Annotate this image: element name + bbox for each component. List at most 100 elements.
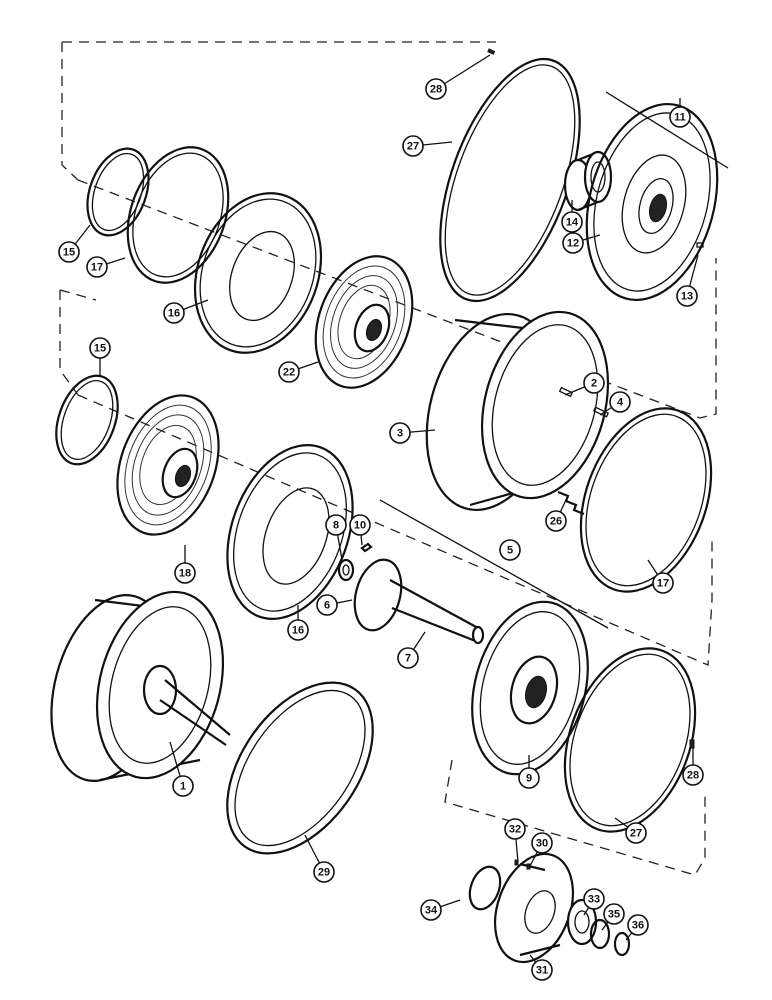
clutch-housing-1 — [50, 590, 231, 782]
key-4 — [592, 406, 610, 418]
ring-15-upper — [86, 147, 150, 237]
group-outline-upper — [61, 41, 717, 419]
callout-label: 1 — [180, 781, 186, 793]
callout-label: 29 — [318, 867, 330, 879]
callout-30: 30 — [529, 832, 553, 867]
callout-label: 26 — [550, 516, 562, 528]
callout-label: 22 — [283, 367, 295, 379]
callout-label: 35 — [608, 909, 620, 921]
bushing-8 — [337, 558, 355, 582]
callout-circle — [676, 285, 698, 307]
gasket-29 — [226, 681, 374, 855]
pin-13 — [696, 242, 704, 248]
callout-36: 36 — [625, 914, 649, 941]
callout-label: 15 — [63, 247, 75, 259]
pin-28-lower — [689, 739, 695, 749]
callout-circle — [174, 562, 196, 584]
callout-31: 31 — [529, 954, 553, 981]
callout-circle — [287, 619, 309, 641]
callout-label: 7 — [405, 653, 411, 665]
callout-label: 27 — [407, 141, 419, 153]
callout-label: 28 — [430, 84, 442, 96]
callout-circle — [603, 903, 625, 925]
callout-label: 27 — [630, 828, 642, 840]
shaft-7 — [353, 558, 485, 645]
bearing-14 — [563, 150, 613, 212]
callout-label: 33 — [588, 894, 600, 906]
callout-label: 36 — [632, 920, 644, 932]
o-ring-34 — [468, 865, 502, 911]
pressure-plate-16-upper — [193, 192, 323, 354]
callout-11: 11 — [669, 98, 691, 128]
callout-label: 5 — [507, 545, 513, 557]
callout-circle — [652, 572, 674, 594]
housing-drum-3 — [425, 310, 610, 512]
callout-17: 17 — [86, 256, 126, 278]
callout-circle — [425, 78, 447, 100]
callout-circle — [278, 361, 300, 383]
callout-circle — [609, 391, 631, 413]
callout-circle — [518, 767, 540, 789]
callout-22: 22 — [278, 361, 319, 383]
callout-5: 5 — [499, 539, 521, 561]
group-outline-middle — [59, 289, 713, 666]
callout-label: 10 — [354, 520, 366, 532]
callout-circle — [89, 337, 111, 359]
pin-32 — [514, 859, 519, 866]
ring-17-upper — [126, 146, 230, 284]
callout-label: 4 — [617, 397, 624, 409]
callout-14: 14 — [561, 200, 583, 233]
screw-10 — [360, 542, 373, 553]
ring-17-middle — [579, 407, 713, 593]
callout-29: 29 — [304, 834, 335, 883]
callout-15: 15 — [89, 337, 111, 375]
callout-10: 10 — [349, 514, 371, 546]
callout-label: 14 — [566, 217, 579, 229]
callout-label: 13 — [681, 291, 693, 303]
callout-13: 13 — [676, 254, 699, 307]
plate-9 — [471, 600, 589, 776]
callout-label: 31 — [536, 965, 548, 977]
group-outline-lower — [444, 759, 706, 876]
callout-label: 18 — [179, 568, 191, 580]
callout-17: 17 — [647, 559, 674, 594]
callout-33: 33 — [583, 888, 605, 916]
callout-circle — [349, 514, 371, 536]
callout-6: 6 — [316, 594, 353, 616]
callout-circle — [545, 510, 567, 532]
callout-circle — [561, 211, 583, 233]
pin-30 — [526, 863, 531, 870]
callout-circle — [583, 888, 605, 910]
callout-27: 27 — [402, 135, 453, 157]
callout-circle — [625, 822, 647, 844]
callout-circle — [531, 959, 553, 981]
callout-label: 3 — [397, 428, 403, 440]
callout-label: 34 — [425, 905, 438, 917]
callout-8: 8 — [325, 514, 347, 561]
callout-circle — [562, 232, 584, 254]
callout-3: 3 — [389, 422, 436, 444]
callout-9: 9 — [518, 755, 540, 789]
callout-27: 27 — [614, 817, 647, 844]
callout-32: 32 — [504, 818, 526, 863]
callout-label: 9 — [526, 773, 532, 785]
callout-circle — [325, 514, 347, 536]
callout-12: 12 — [562, 232, 601, 254]
callout-28: 28 — [682, 748, 704, 786]
callout-18: 18 — [174, 545, 196, 584]
callout-circle — [402, 135, 424, 157]
ring-15-middle — [55, 374, 119, 466]
ring-27-lower — [563, 647, 697, 833]
callout-15: 15 — [58, 224, 91, 263]
callout-26: 26 — [545, 499, 567, 532]
clutch-disc-18 — [116, 394, 220, 536]
ring-36 — [613, 931, 631, 957]
callout-circle — [172, 775, 194, 797]
callout-7: 7 — [397, 631, 426, 669]
callout-label: 17 — [657, 578, 669, 590]
callout-label: 32 — [509, 824, 521, 836]
callout-label: 2 — [591, 378, 597, 390]
ring-27-upper — [439, 57, 581, 303]
